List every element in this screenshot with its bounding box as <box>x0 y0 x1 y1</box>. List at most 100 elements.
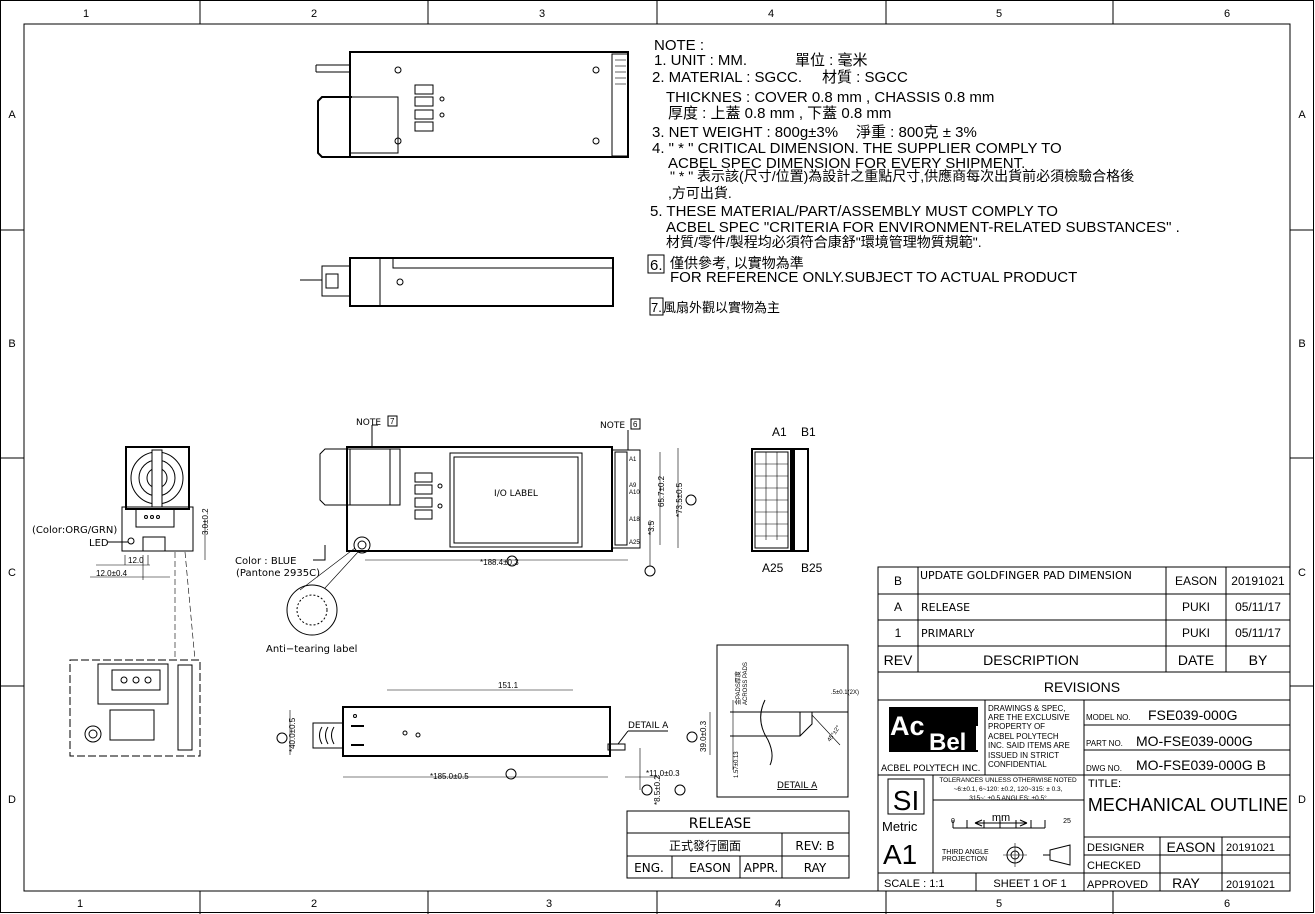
pads-zh-label: 金PADS厚度 <box>734 671 742 705</box>
dim-12-0-tol: 12.0±0.4 <box>96 569 128 578</box>
zone-row-b: B <box>8 338 15 350</box>
zone-col-3: 3 <box>539 8 545 20</box>
model-no: FSE039-000G <box>1148 707 1238 723</box>
zone-row-c: C <box>8 567 16 579</box>
scale-text: SCALE : 1:1 <box>884 878 945 890</box>
detail-a-title: DETAIL A <box>777 781 818 791</box>
note-7-callout-box: 7 <box>390 417 395 426</box>
left-end-view: (Color:ORG/GRN) LED 12.0 12.0±0.4 3.0±0.… <box>32 446 210 661</box>
note-6-callout-box: 6 <box>633 420 638 429</box>
pin-a1-label: A1 <box>629 457 637 463</box>
release-title: RELEASE <box>689 816 752 832</box>
rev-row-3-description: PRIMARLY <box>921 627 975 640</box>
zone-col-2-bottom: 2 <box>311 898 317 910</box>
critical-mark-icon <box>644 565 656 577</box>
side-view <box>300 257 614 307</box>
label-pantone-text: (Pantone 2935C) <box>236 568 320 579</box>
projection-line-2: PROJECTION <box>942 856 987 863</box>
rev-header-description: DESCRIPTION <box>983 652 1079 668</box>
scale-bar: mm 0 25 <box>951 812 1071 829</box>
revisions-table: B UPDATE GOLDFINGER PAD DIMENSION EASON … <box>877 566 1291 701</box>
end-pin-a1: A1 <box>772 425 787 439</box>
detail-a-view: 金PADS厚度 ACROSS PADS .5±0.1(2X) 45°±2° 1.… <box>716 644 859 798</box>
note-5-zh: 材質/零件/製程均必須符合康舒"環境管理物質規範". <box>666 234 982 250</box>
dim-3-5: *3.5 <box>647 520 656 535</box>
critical-mark-icon <box>685 494 697 506</box>
enlarged-fan-detail-view <box>69 659 201 757</box>
zone-col-4: 4 <box>768 8 774 20</box>
note-7-number: 7. <box>651 300 662 315</box>
tolerance-line-1: TOLERANCES UNLESS OTHERWISE NOTED <box>939 777 1077 784</box>
dim-40-0: *40.0±0.5 <box>288 717 297 752</box>
note-5-line-2: ACBEL SPEC "CRITERIA FOR ENVIRONMENT-REL… <box>666 219 1180 236</box>
dim-39-0: 39.0±0.3 <box>699 720 708 752</box>
rev-row-1-date: EASON <box>1175 574 1217 588</box>
release-eng: EASON <box>689 861 731 875</box>
tolerance-line-3: 315~: ±0.5 ANGLES: ±0.5° <box>969 794 1047 802</box>
rev-header-date: DATE <box>1178 652 1214 668</box>
dim-151-1: 151.1 <box>498 681 519 690</box>
note-6-callout: NOTE <box>600 421 625 431</box>
dwg-no: MO-FSE039-000G B <box>1136 757 1266 773</box>
part-no-label: PART NO. <box>1086 739 1123 748</box>
rev-row-1-by: 20191021 <box>1231 574 1285 588</box>
zone-row-a: A <box>8 109 16 121</box>
rev-row-2-rev: A <box>894 600 902 614</box>
part-no: MO-FSE039-000G <box>1136 733 1253 749</box>
note-2-zh: 材質 : SGCC <box>822 68 908 86</box>
company-name: ACBEL POLYTECH INC. <box>881 764 980 774</box>
note-6-number: 6. <box>650 257 663 274</box>
zone-col-5: 5 <box>996 8 1002 20</box>
dim-188-4: *188.4±0.3 <box>480 558 519 567</box>
notes-block: NOTE : 1. UNIT : MM. 單位 : 毫米 2. MATERIAL… <box>647 37 1180 316</box>
pin-a10-label: A10 <box>629 490 640 496</box>
rev-row-1-rev: B <box>894 574 902 588</box>
rev-row-1-description: UPDATE GOLDFINGER PAD DIMENSION <box>920 569 1132 582</box>
zone-col-1-bottom: 1 <box>77 898 83 910</box>
release-appr-label: APPR. <box>744 861 778 875</box>
note-5-line-1: 5. THESE MATERIAL/PART/ASSEMBLY MUST COM… <box>650 203 1058 220</box>
across-pads-label: ACROSS PADS <box>743 662 749 705</box>
zone-row-d: D <box>8 794 16 806</box>
sheet-size: A1 <box>883 839 917 870</box>
confidential-line-1: DRAWINGS & SPEC, <box>988 704 1066 713</box>
logo-ac: Ac <box>890 711 925 741</box>
note-1-zh: 單位 : 毫米 <box>795 51 868 69</box>
note-2-en: 2. MATERIAL : SGCC. <box>652 69 802 86</box>
scale-unit: mm <box>992 812 1010 824</box>
dim-8-5: *8.5±0.2 <box>653 775 662 805</box>
io-label-text: I/O LABEL <box>494 489 538 499</box>
zone-col-4-bottom: 4 <box>775 898 781 910</box>
rev-row-2-by: 05/11/17 <box>1235 600 1281 614</box>
title-block: Ac Bel ACBEL POLYTECH INC. DRAWINGS & SP… <box>877 699 1291 892</box>
note-4-zh-1: " * " 表示該(尺寸/位置)為設計之重點尺寸,供應商每次出貨前必須檢驗合格後 <box>670 168 1134 184</box>
sheet-text: SHEET 1 OF 1 <box>993 878 1066 890</box>
confidential-line-3: PROPERTY OF <box>988 722 1045 731</box>
third-angle-projection-icon <box>1003 843 1071 867</box>
zone-row-c-right: C <box>1298 567 1306 579</box>
dim-73-5: *73.5±0.5 <box>675 482 684 517</box>
release-zh: 正式發行圖面 <box>669 838 741 853</box>
dim-3-0: 3.0±0.2 <box>201 508 210 535</box>
dim-11-0: *11.0±0.3 <box>646 769 680 778</box>
note-7-zh: 風扇外觀以實物為主 <box>663 300 780 315</box>
confidential-line-2: ARE THE EXCLUSIVE <box>988 713 1070 722</box>
led-label: LED <box>89 538 109 549</box>
title-label: TITLE: <box>1088 778 1121 790</box>
dim-1-57: 1.57±0.13 <box>734 751 740 778</box>
connector-end-view: A1 B1 A25 B25 <box>751 425 823 575</box>
approved-label: APPROVED <box>1087 879 1148 891</box>
top-view <box>315 51 629 158</box>
dim-45-deg: 45°±2° <box>827 724 843 743</box>
notes-heading: NOTE : <box>654 37 704 54</box>
note-6-zh: 僅供參考, 以實物為準 <box>670 255 804 271</box>
dim-65-7: 65.7±0.2 <box>657 475 666 507</box>
zone-row-b-right: B <box>1298 338 1305 350</box>
dwg-no-label: DWG NO. <box>1086 764 1122 773</box>
zone-col-6: 6 <box>1224 8 1230 20</box>
led-color-label: (Color:ORG/GRN) <box>32 525 117 536</box>
note-6-en: FOR REFERENCE ONLY.SUBJECT TO ACTUAL PRO… <box>670 269 1077 286</box>
designer-date: 20191021 <box>1226 842 1275 854</box>
acbel-logo: Ac Bel <box>889 707 978 756</box>
